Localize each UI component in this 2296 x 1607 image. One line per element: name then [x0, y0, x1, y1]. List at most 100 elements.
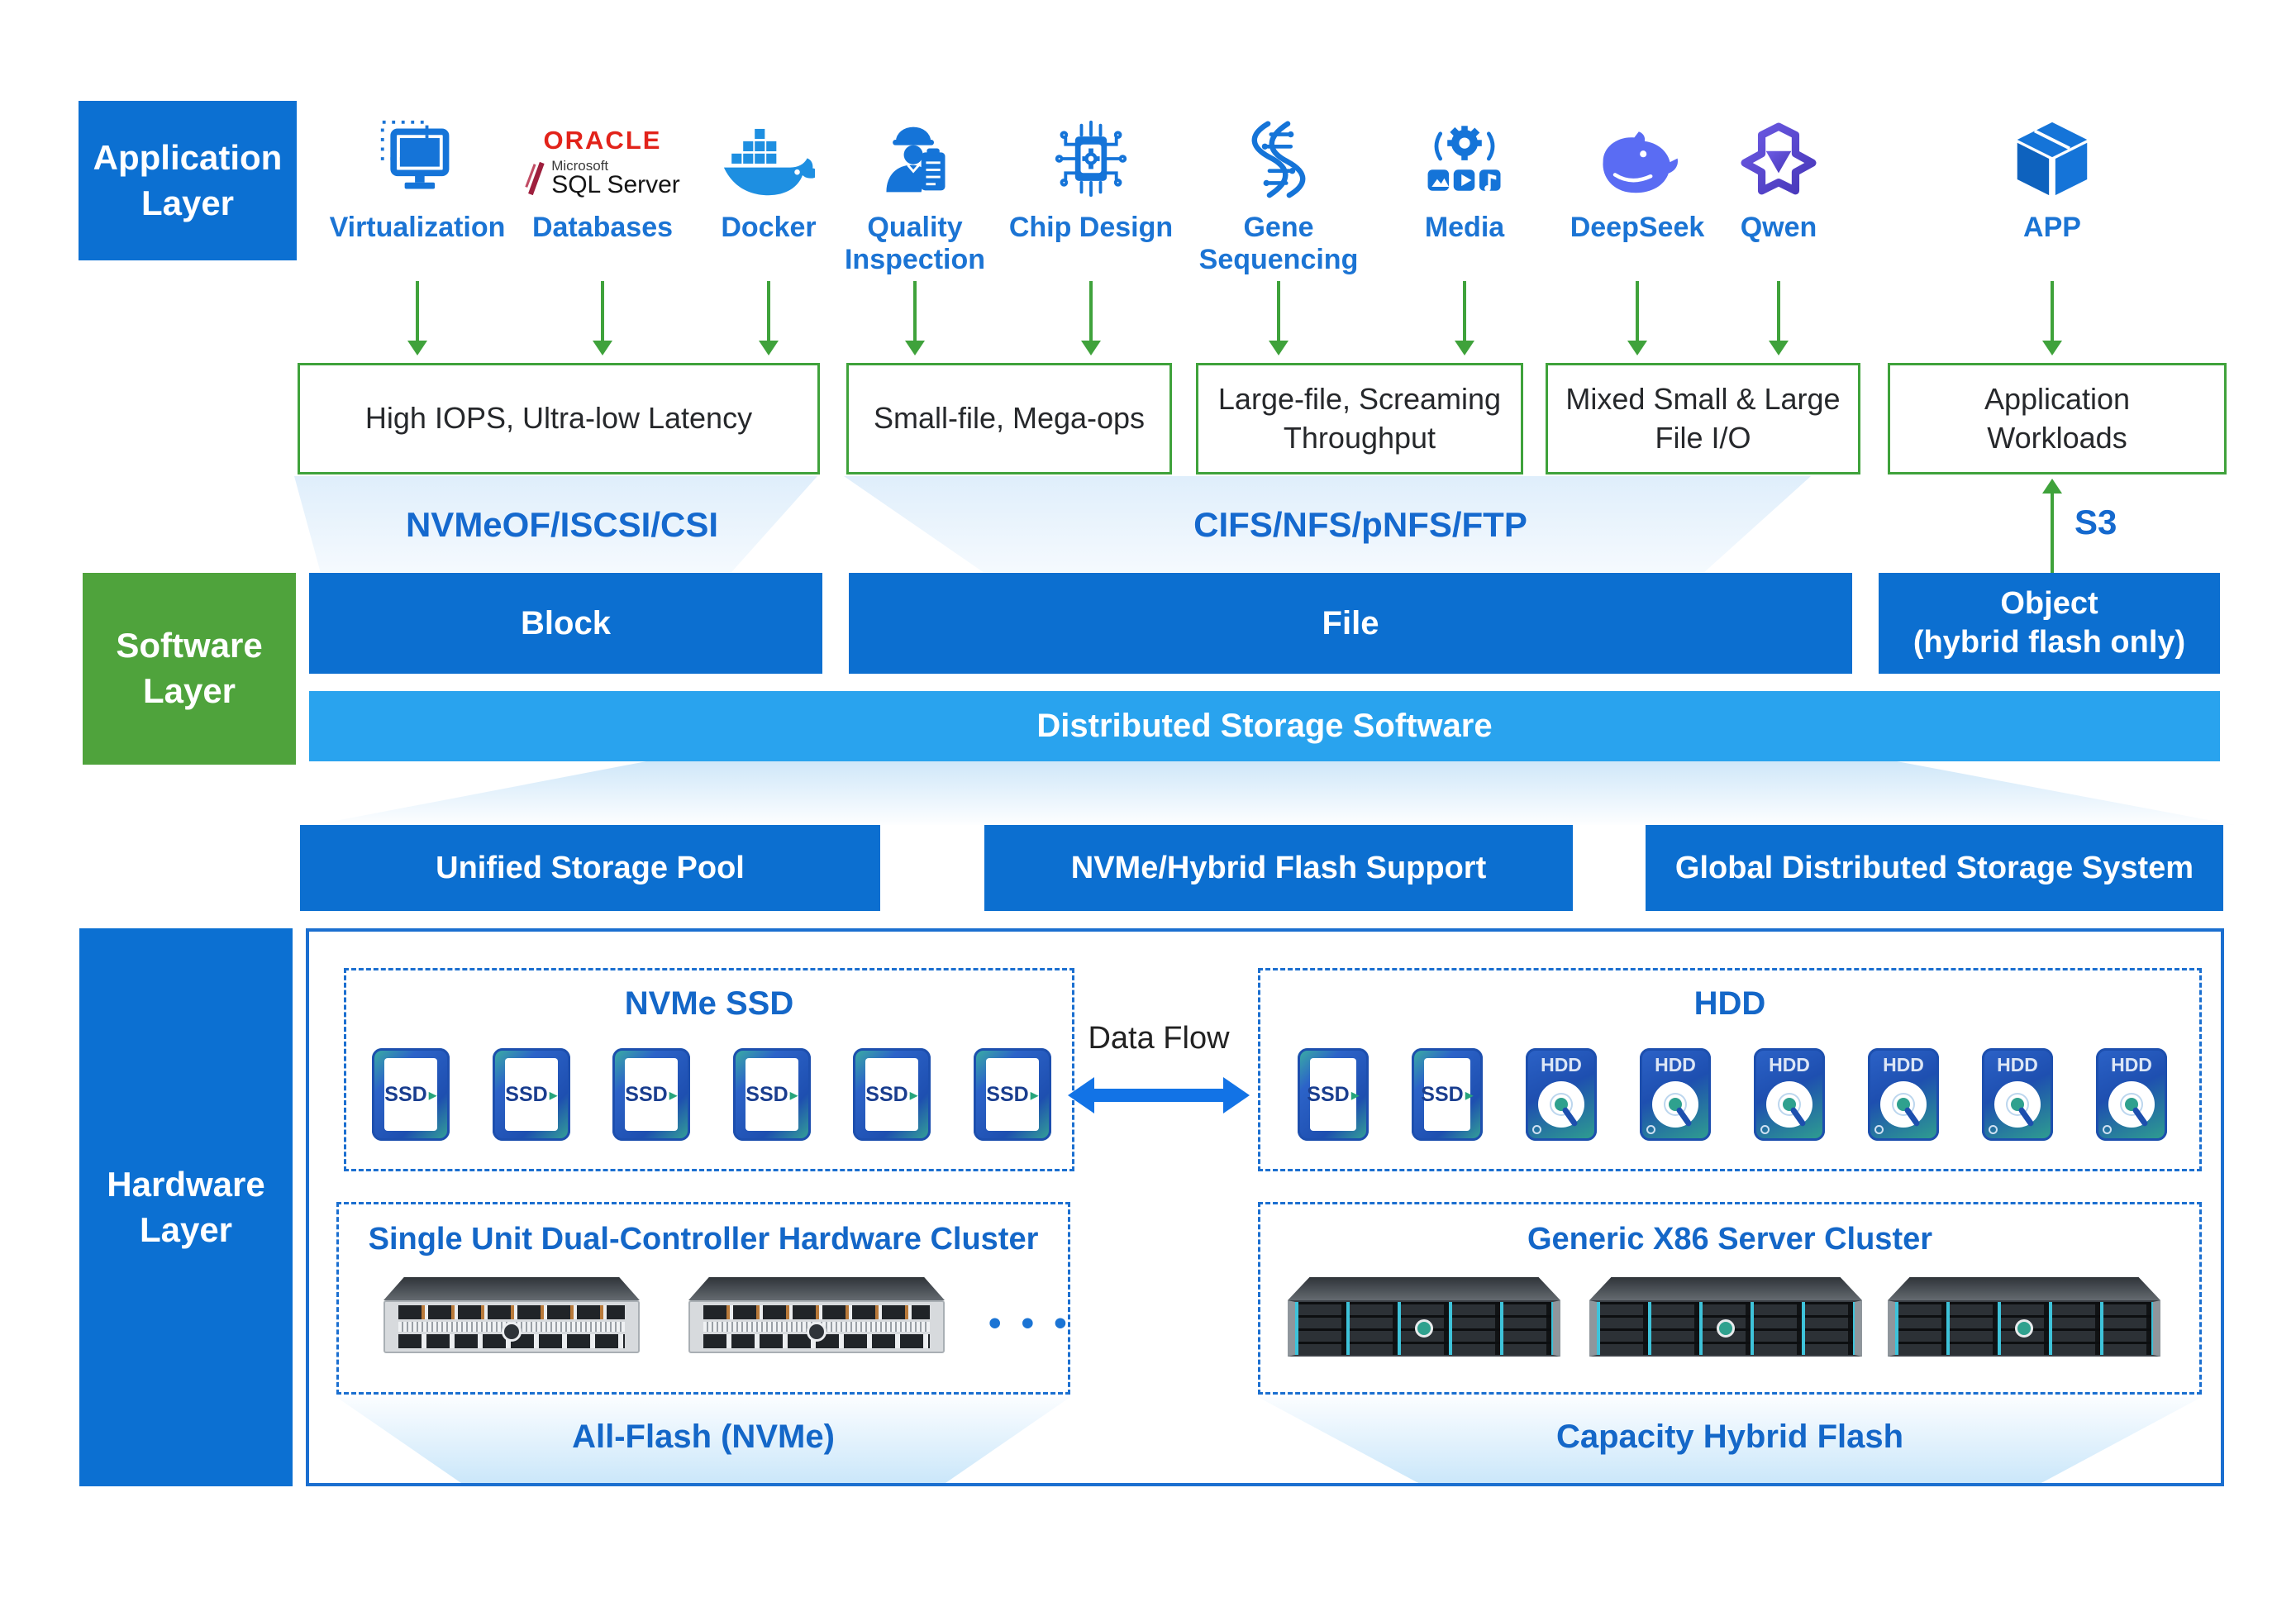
- capacity-hybrid-caption: Capacity Hybrid Flash: [1403, 1419, 2056, 1456]
- all-flash-trapezoid: [336, 1397, 1070, 1483]
- workload-text: High IOPS, Ultra-low Latency: [364, 401, 753, 436]
- server-ellipsis: • • •: [988, 1303, 1072, 1344]
- ssd-drive-icon: SSD: [974, 1048, 1051, 1141]
- hdd-drive-icon: HDD: [1868, 1048, 1939, 1141]
- workload-text: Small-file, Mega-ops: [873, 401, 1146, 436]
- dual-controller-server-icon: [383, 1277, 640, 1360]
- app-quality-inspection: Quality Inspection: [812, 114, 1018, 288]
- quality-inspection-icon: [812, 114, 1018, 198]
- application-layer-label: Application Layer: [79, 101, 297, 260]
- distributed-storage-software-bar: Distributed Storage Software: [309, 691, 2220, 761]
- cap-text: Unified Storage Pool: [436, 850, 745, 885]
- dual-controller-cluster: [336, 1202, 1070, 1395]
- hdd-label: HDD: [1655, 1054, 1696, 1075]
- arrow-chip-design: [1081, 281, 1101, 355]
- cap-text: NVMe/Hybrid Flash Support: [1070, 850, 1487, 885]
- software-layer-label: Software Layer: [83, 573, 296, 765]
- global-distributed-storage-bar: Global Distributed Storage System: [1646, 825, 2223, 911]
- app-gene-sequencing: Gene Sequencing: [1175, 114, 1382, 288]
- arrow-docker: [759, 281, 779, 355]
- cluster-title-text: Single Unit Dual-Controller Hardware Clu…: [368, 1222, 1039, 1257]
- file-text: File: [1322, 605, 1379, 641]
- app-label: Qwen: [1740, 212, 1817, 243]
- protocol-text: NVMeOF/ISCSI/CSI: [405, 505, 719, 544]
- ssd-label: SSD: [745, 1082, 788, 1106]
- arrow-gene-sequencing: [1269, 281, 1289, 355]
- arrow-databases: [593, 281, 612, 355]
- x86-server-icon: [1589, 1277, 1862, 1360]
- workload-text: Mixed Small & Large File I/O: [1565, 381, 1841, 455]
- app-label: DeepSeek: [1570, 212, 1705, 243]
- ssd-label: SSD: [986, 1082, 1029, 1106]
- microsoft-text: Microsoft: [551, 158, 609, 174]
- ssd-drive-icon: SSD: [1412, 1048, 1483, 1141]
- nvme-ssd-title: NVMe SSD: [344, 985, 1074, 1023]
- block-service-bar: Block: [309, 573, 822, 674]
- s3-protocol-label: S3: [2074, 503, 2174, 542]
- media-icon: [1361, 114, 1568, 198]
- arrow-quality-inspection: [905, 281, 925, 355]
- databases-icon: ORACLE Microsoft SQL Server: [499, 114, 706, 198]
- object-subtitle: (hybrid flash only): [1913, 625, 2186, 660]
- protocol-text: S3: [2074, 503, 2117, 541]
- nvme-hybrid-flash-bar: NVMe/Hybrid Flash Support: [984, 825, 1573, 911]
- x86-server-icon: [1888, 1277, 2160, 1360]
- cluster-title-text: Generic X86 Server Cluster: [1527, 1222, 1933, 1257]
- app-label: Gene Sequencing: [1198, 212, 1359, 276]
- gene-sequencing-icon: [1175, 114, 1382, 198]
- workload-small-file: Small-file, Mega-ops: [846, 363, 1172, 474]
- ssd-label: SSD: [1421, 1082, 1464, 1106]
- app-virtualization: Virtualization: [314, 114, 521, 288]
- app-label: APP: [2023, 212, 2081, 243]
- x86-server-cluster-title: Generic X86 Server Cluster: [1258, 1222, 2202, 1257]
- block-text: Block: [521, 605, 611, 641]
- workload-application: Application Workloads: [1888, 363, 2227, 474]
- cap-text: Global Distributed Storage System: [1674, 850, 2194, 885]
- group-title-text: NVMe SSD: [624, 985, 794, 1022]
- app-chip-design: Chip Design: [988, 114, 1194, 288]
- app-label: Virtualization: [329, 212, 506, 243]
- ssd-label: SSD: [505, 1082, 548, 1106]
- file-funnel: [844, 476, 1811, 572]
- block-protocols-label: NVMeOF/ISCSI/CSI: [355, 505, 769, 545]
- dual-controller-server-icon: [688, 1277, 945, 1360]
- sql-server-slash-icon: [525, 161, 545, 196]
- deepseek-icon: [1534, 114, 1741, 198]
- app-label: Media: [1424, 212, 1505, 243]
- app-databases: ORACLE Microsoft SQL Server Databases: [499, 114, 706, 288]
- hdd-label: HDD: [1997, 1054, 2038, 1075]
- hdd-label: HDD: [2111, 1054, 2152, 1075]
- app-generic: APP: [1949, 114, 2155, 288]
- unified-storage-pool-bar: Unified Storage Pool: [300, 825, 880, 911]
- hdd-drive-icon: HDD: [1526, 1048, 1597, 1141]
- hardware-layer-text: Hardware Layer: [107, 1164, 265, 1249]
- workload-large-file: Large-file, Screaming Throughput: [1196, 363, 1523, 474]
- arrow-s3: [2042, 479, 2062, 573]
- ssd-label: SSD: [1307, 1082, 1350, 1106]
- protocol-text: CIFS/NFS/pNFS/FTP: [1193, 505, 1527, 544]
- hardware-layer-label: Hardware Layer: [79, 928, 293, 1486]
- hdd-drive-icon: HDD: [1640, 1048, 1711, 1141]
- ssd-drive-icon: SSD: [733, 1048, 811, 1141]
- hdd-drive-icon: HDD: [1982, 1048, 2053, 1141]
- ssd-drive-icon: SSD: [853, 1048, 931, 1141]
- ssd-drive-icon: SSD: [1298, 1048, 1369, 1141]
- ssd-label: SSD: [865, 1082, 908, 1106]
- sql-server-logo: Microsoft SQL Server: [525, 159, 680, 198]
- ssd-drive-icon: SSD: [612, 1048, 690, 1141]
- workload-text: Large-file, Screaming Throughput: [1217, 381, 1502, 455]
- software-layer-text: Software Layer: [116, 626, 263, 710]
- object-service-bar: Object (hybrid flash only): [1879, 573, 2220, 674]
- app-label: Chip Design: [1008, 212, 1174, 243]
- caption-text: Capacity Hybrid Flash: [1555, 1419, 1904, 1455]
- hdd-label: HDD: [1883, 1054, 1924, 1075]
- app-deepseek: DeepSeek: [1534, 114, 1741, 288]
- chip-design-icon: [988, 114, 1194, 198]
- app-qwen: Qwen: [1675, 114, 1882, 288]
- sql-server-text: SQL Server: [551, 171, 680, 199]
- dss-text: Distributed Storage Software: [1036, 708, 1493, 744]
- qwen-icon: [1675, 114, 1882, 198]
- group-title-text: HDD: [1693, 985, 1766, 1022]
- app-label: Docker: [721, 212, 817, 243]
